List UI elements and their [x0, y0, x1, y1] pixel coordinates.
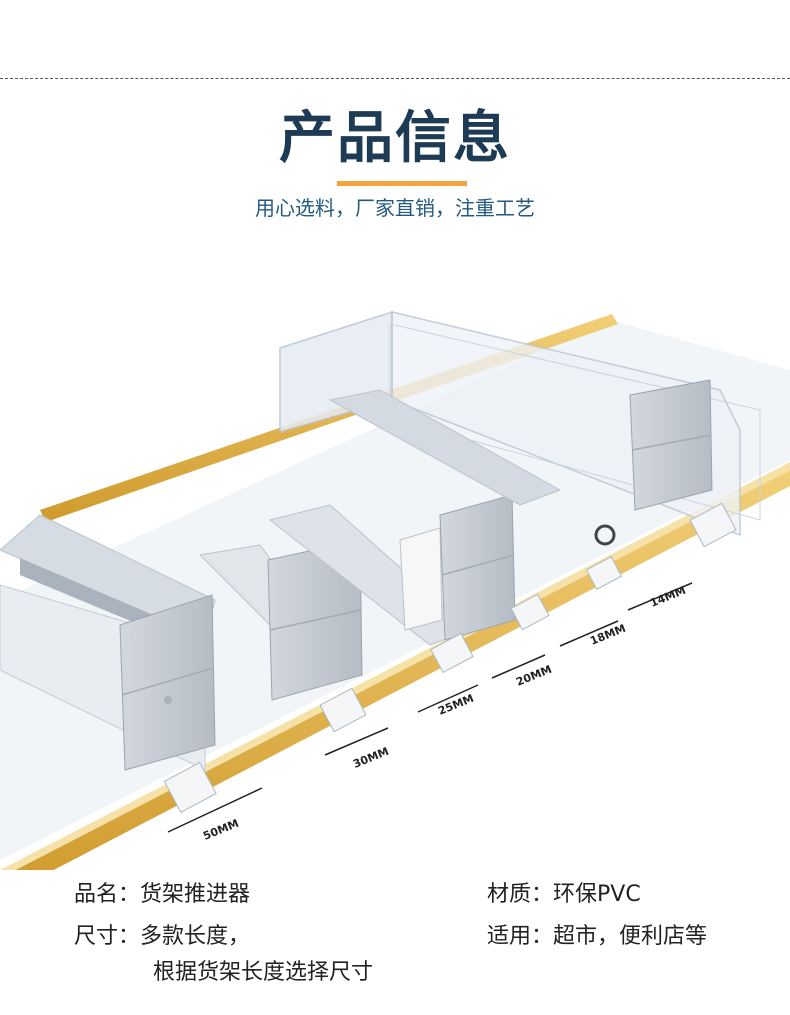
dim-label-20mm: 20MM	[514, 663, 553, 689]
front-clip	[163, 761, 217, 813]
divider-panel	[389, 323, 761, 521]
dim-arrow-18mm	[559, 620, 619, 647]
dim-arrow-30mm	[324, 727, 389, 756]
pusher-block	[439, 494, 516, 641]
top-dashed-divider	[0, 78, 790, 79]
pusher-block	[119, 594, 216, 771]
dim-arrow-14mm	[627, 582, 693, 611]
front-clip	[430, 632, 474, 674]
title-accent-bar	[337, 181, 467, 186]
dim-arrow-25mm	[417, 684, 479, 713]
spec-product-name: 品名：货架推进器	[74, 882, 251, 907]
dim-arrow-50mm	[167, 787, 263, 833]
front-clip	[585, 556, 623, 590]
spec-usage: 适用：超市，便利店等	[487, 924, 708, 949]
front-clip	[510, 593, 550, 631]
spec-material: 材质：环保PVC	[487, 882, 641, 907]
page-title: 产品信息	[279, 106, 511, 171]
front-clip	[689, 502, 737, 548]
page-subtitle: 用心选料，厂家直销，注重工艺	[255, 196, 535, 220]
spec-size: 尺寸：多款长度，	[74, 924, 251, 949]
shelf-pusher-illustration: 50MM 30MM 25MM 20MM 18MM 14MM	[0, 310, 790, 870]
front-clip	[319, 687, 367, 733]
dim-label-50mm: 50MM	[201, 817, 240, 843]
dim-label-30mm: 30MM	[351, 745, 390, 771]
pusher-track	[328, 389, 562, 506]
spec-size-detail: 根据货架长度选择尺寸	[153, 960, 374, 985]
pusher-block	[629, 379, 713, 511]
pusher-tab	[399, 527, 443, 631]
dim-label-14mm: 14MM	[648, 584, 687, 610]
dim-arrow-20mm	[491, 654, 546, 679]
